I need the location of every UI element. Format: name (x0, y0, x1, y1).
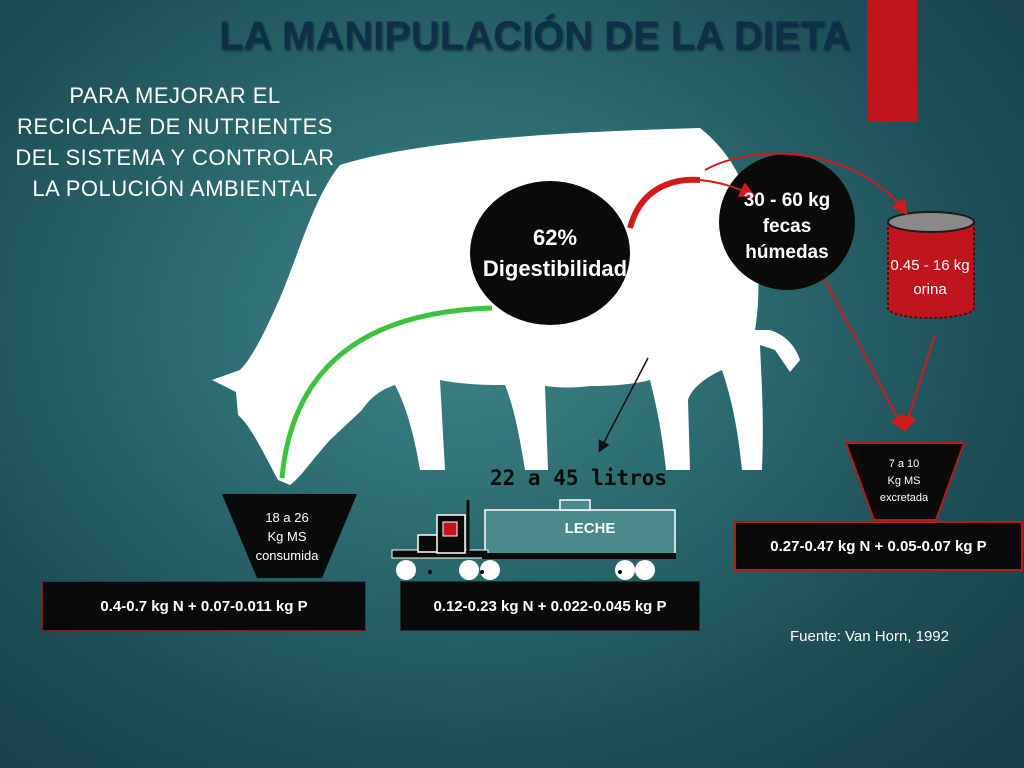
digestibility-value: 62% (532, 225, 578, 250)
consumed-amount: 18 a 26 (265, 510, 309, 525)
subtitle-line: PARA MEJORAR EL (69, 83, 281, 108)
intake-nutrients-box: 0.4-0.7 kg N + 0.07-0.011 kg P (42, 581, 366, 631)
feces-text: húmedas (745, 242, 829, 263)
milk-arrow (598, 357, 649, 453)
urine-label: 0.45 - 16 kg orina (872, 254, 988, 302)
subtitle: PARA MEJORAR EL RECICLAJE DE NUTRIENTES … (0, 80, 350, 204)
digestibility-circle (470, 181, 630, 325)
feces-text: fecas (762, 216, 812, 237)
feces-arrow (699, 179, 756, 197)
urine-excreted-arrow (901, 334, 936, 432)
source-citation: Fuente: Van Horn, 1992 (790, 628, 949, 645)
urine-text: orina (913, 281, 947, 298)
subtitle-line: LA POLUCIÓN AMBIENTAL (32, 176, 318, 201)
digestibility-label: 62% Digestibilidad (470, 222, 640, 284)
consumed-text: consumida (255, 548, 319, 563)
red-accent-tab (867, 0, 917, 122)
page-title: LA MANIPULACIÓN DE LA DIETA (219, 14, 851, 58)
consumed-label: 18 a 26 Kg MS consumida (222, 508, 352, 565)
feces-label: 30 - 60 kg fecas húmedas (722, 188, 852, 266)
subtitle-line: DEL SISTEMA Y CONTROLAR (15, 145, 335, 170)
consumed-unit: Kg MS (267, 529, 307, 544)
feces-excreted-arrow (824, 279, 905, 432)
urine-amount: 0.45 - 16 kg (890, 257, 970, 274)
consumed-funnel (222, 494, 357, 578)
subtitle-line: RECICLAJE DE NUTRIENTES (17, 114, 333, 139)
digestion-out-arrow (627, 176, 701, 229)
excreted-text: excretada (879, 492, 929, 504)
milk-tanker-truck (391, 499, 676, 580)
tanker-label: LECHE (564, 520, 616, 537)
excreted-nutrients-box: 0.27-0.47 kg N + 0.05-0.07 kg P (734, 521, 1023, 571)
urine-cylinder (887, 211, 975, 319)
excreted-unit: Kg MS (887, 475, 921, 487)
urine-arrow (704, 152, 908, 216)
intake-arrow (279, 305, 493, 479)
excreted-amount: 7 a 10 (888, 458, 920, 470)
excreted-funnel (844, 442, 966, 521)
milk-nutrients-box: 0.12-0.23 kg N + 0.022-0.045 kg P (400, 581, 700, 631)
digestibility-text: Digestibilidad (482, 256, 628, 281)
feces-amount: 30 - 60 kg (743, 190, 831, 211)
excreted-label: 7 a 10 Kg MS excretada (845, 456, 963, 507)
milk-volume-label: 22 a 45 litros (490, 466, 668, 490)
